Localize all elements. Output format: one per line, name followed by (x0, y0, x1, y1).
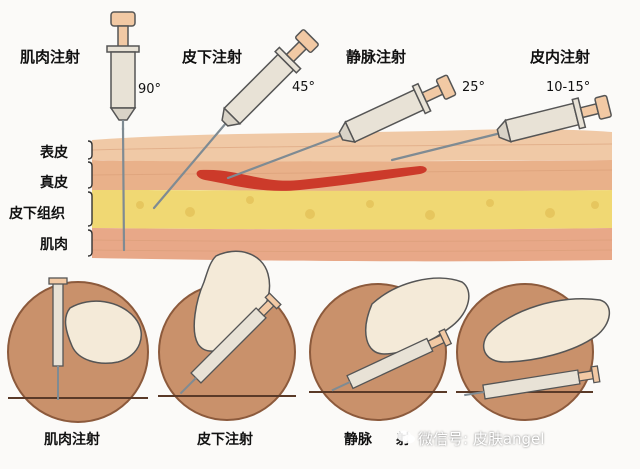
circle-intravenous (309, 277, 470, 421)
subcutaneous-layer (92, 190, 612, 230)
angle-intradermal: 10-15° (546, 80, 591, 95)
layer-label-epidermis: 表皮 (40, 145, 68, 161)
syringe-im-small (52, 281, 64, 367)
angle-intramuscular: 90° (138, 82, 162, 97)
muscle-layer (92, 228, 612, 262)
circle-intramuscular (7, 277, 149, 423)
syringe-intramuscular (106, 11, 140, 130)
circle-subcutaneous (158, 250, 296, 421)
vein (196, 166, 427, 191)
watermark-text: 微信号: 皮肤angel (418, 430, 545, 448)
syringe-subcutaneous (221, 29, 319, 127)
angle-subcutaneous: 45° (292, 80, 316, 95)
angle-intravenous: 25° (462, 80, 486, 95)
hand-id (483, 298, 610, 363)
caption-subcutaneous: 皮下注射 (197, 432, 253, 448)
title-intravenous: 静脉注射 (346, 48, 407, 66)
circle-intradermal (456, 283, 610, 421)
hand-im (64, 300, 143, 364)
bracket-dermis (87, 161, 93, 189)
technique-circles (7, 250, 610, 423)
title-intramuscular: 肌肉注射 (20, 48, 81, 66)
title-intradermal: 皮内注射 (530, 48, 591, 66)
syringe-intradermal (496, 94, 612, 143)
bracket-epidermis (87, 140, 93, 160)
layer-label-subcutaneous: 皮下组织 (9, 206, 65, 222)
needle-paths (121, 114, 507, 252)
wechat-icon (397, 430, 415, 444)
caption-intramuscular: 肌肉注射 (44, 432, 100, 448)
syringe-intravenous (338, 74, 457, 143)
skin-cross-section (87, 129, 613, 262)
title-subcutaneous: 皮下注射 (182, 48, 243, 66)
iv-needle (226, 130, 352, 180)
im-needle (121, 126, 126, 252)
caption-intravenous: 静脉 (344, 432, 372, 448)
bracket-subcutaneous (87, 191, 93, 227)
layer-label-dermis: 真皮 (40, 175, 68, 191)
hand-iv (365, 277, 470, 355)
sc-needle (152, 114, 234, 210)
id-needle (390, 130, 507, 162)
bracket-muscle (87, 229, 93, 257)
layer-label-muscle: 肌肉 (40, 237, 68, 253)
